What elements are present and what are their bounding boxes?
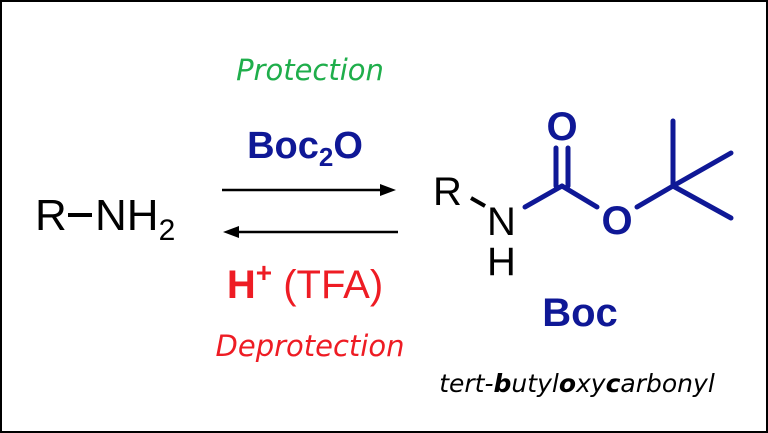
reverse-arrowhead bbox=[223, 226, 239, 238]
forward-arrowhead bbox=[380, 184, 396, 196]
deprotection-label: Deprotection bbox=[216, 329, 405, 363]
r-n-bond bbox=[470, 196, 486, 208]
ester-oxygen: O bbox=[601, 199, 632, 243]
protection-label: Protection bbox=[236, 53, 384, 87]
reactant-amine: R NH2 bbox=[35, 191, 175, 247]
boc-carbamate-structure: R N H O O bbox=[433, 105, 734, 284]
methyl-bond-downright bbox=[670, 183, 734, 221]
o-tbu-bond bbox=[634, 183, 676, 210]
n-c-bond bbox=[522, 183, 565, 210]
boc-expansion: tert-butyloxycarbonyl bbox=[439, 369, 715, 398]
equilibrium-arrows bbox=[222, 184, 398, 238]
carbonyl-oxygen: O bbox=[546, 105, 577, 149]
methyl-bond-upright bbox=[670, 150, 734, 189]
boc-label: Boc bbox=[542, 291, 618, 335]
nh-hydrogen: H bbox=[487, 240, 516, 284]
acid-reagent: H+ (TFA) bbox=[227, 257, 383, 307]
nitrogen: N bbox=[487, 200, 516, 244]
product-r-group: R bbox=[433, 170, 462, 214]
c-o-bond bbox=[559, 183, 600, 210]
amine-nh: NH2 bbox=[95, 191, 175, 247]
boc2o-reagent: Boc2O bbox=[247, 125, 363, 172]
r-group: R bbox=[35, 191, 67, 240]
